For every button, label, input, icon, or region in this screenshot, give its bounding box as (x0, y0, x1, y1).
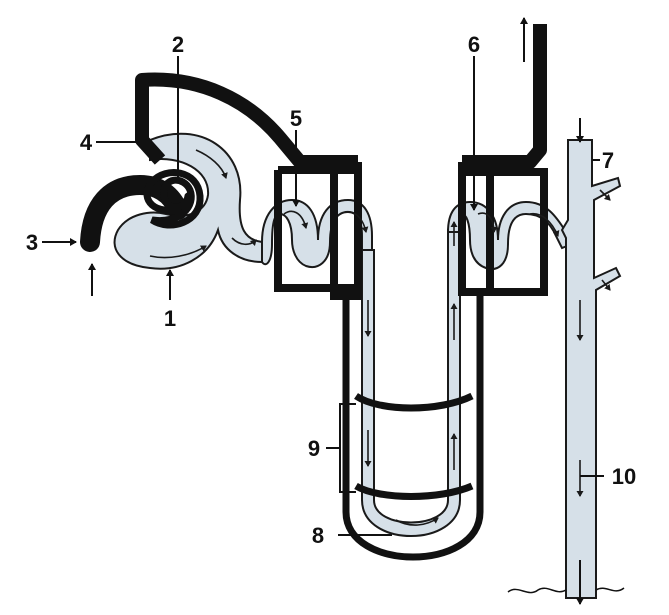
label-4: 4 (80, 130, 93, 155)
direction-arrows (88, 17, 584, 605)
label-7: 7 (602, 148, 614, 173)
blood-vessels (80, 24, 548, 561)
collecting-duct (560, 139, 622, 599)
venule (462, 24, 547, 169)
labels: 1 2 3 4 5 6 7 8 9 10 (26, 32, 636, 548)
tubule (113, 132, 622, 599)
label-pointers (42, 56, 604, 536)
peritubular-capillaries-distal (458, 162, 548, 296)
label-1: 1 (164, 306, 176, 331)
label-3: 3 (26, 230, 38, 255)
distal-convoluted-tubule (446, 200, 574, 270)
label-9: 9 (308, 436, 320, 461)
label-8: 8 (312, 523, 324, 548)
bowmans-capsule (113, 132, 263, 270)
label-10: 10 (612, 464, 636, 489)
flow-arrows (149, 149, 611, 526)
efferent-arteriole (135, 72, 358, 169)
vasa-recta (342, 296, 484, 561)
label-5: 5 (290, 106, 302, 131)
tissue-line (507, 587, 625, 594)
label-6: 6 (468, 32, 480, 57)
afferent-arteriole (80, 174, 188, 252)
label-2: 2 (172, 32, 184, 57)
glomerulus (143, 169, 204, 229)
